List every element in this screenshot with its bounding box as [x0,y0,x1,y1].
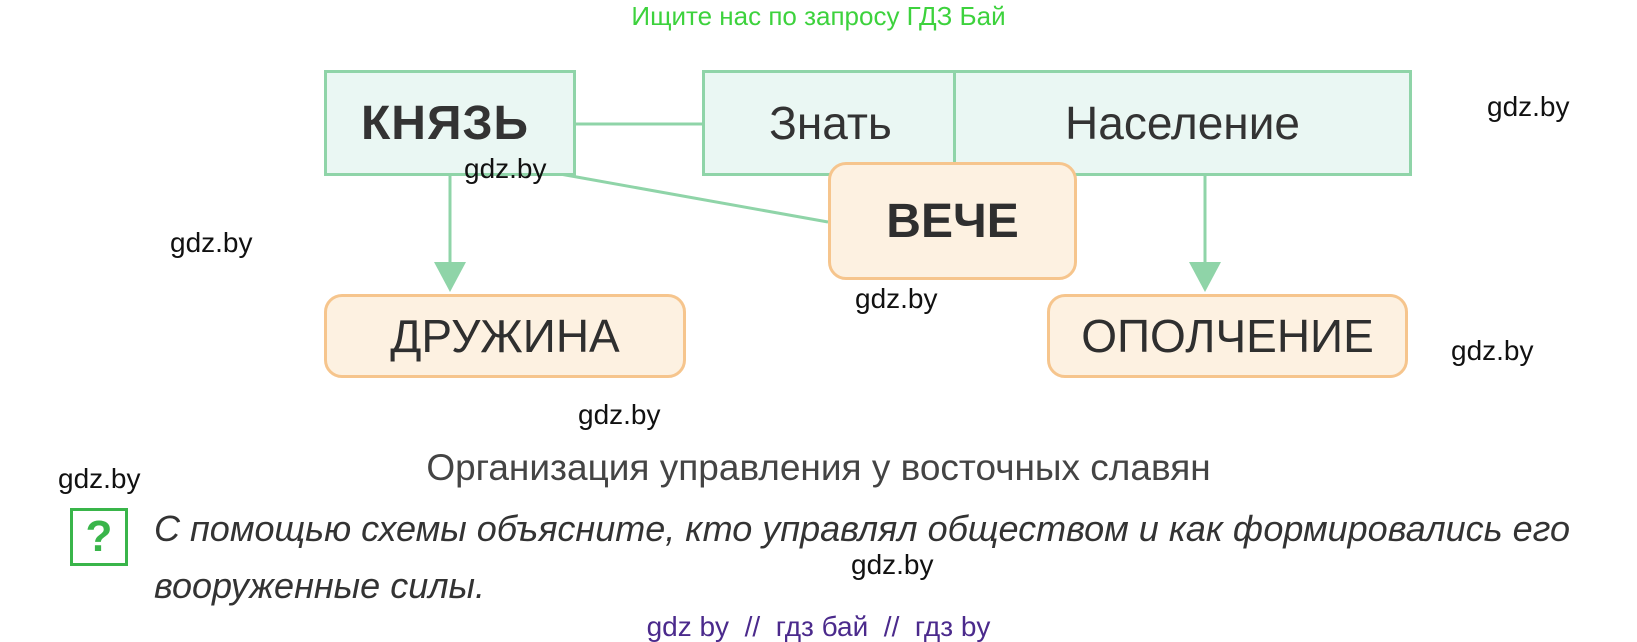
box-znat: Знать [702,70,956,176]
watermark: gdz.by [170,227,253,258]
arrow-naselenie-opolchenie-head [1189,262,1221,292]
box-naselenie: Население [953,70,1412,176]
watermark: gdz.by [464,153,547,184]
search-banner: Ищите нас по запросу ГДЗ Бай [631,1,1006,31]
box-knyaz: КНЯЗЬ [324,70,576,176]
watermark: gdz.by [855,283,938,314]
arrow-knyaz-druzhina-head [434,262,466,292]
bottom-links: gdz by // гдз бай // гдз by [646,611,991,642]
diagram-caption: Организация управления у восточных славя… [426,447,1211,488]
box-veche: ВЕЧЕ [828,162,1077,280]
watermark: gdz.by [58,463,141,494]
question-icon: ? [70,508,128,566]
box-druzhina: ДРУЖИНА [324,294,686,378]
watermark: gdz.by [1451,335,1534,366]
connector-knyaz-veche [559,172,829,224]
watermark: gdz.by [1487,91,1570,122]
question-text: С помощью схемы объясните, кто управлял … [154,508,1570,606]
box-opolchenie: ОПОЛЧЕНИЕ [1047,294,1408,378]
watermark: gdz.by [851,549,934,580]
watermark: gdz.by [578,399,661,430]
